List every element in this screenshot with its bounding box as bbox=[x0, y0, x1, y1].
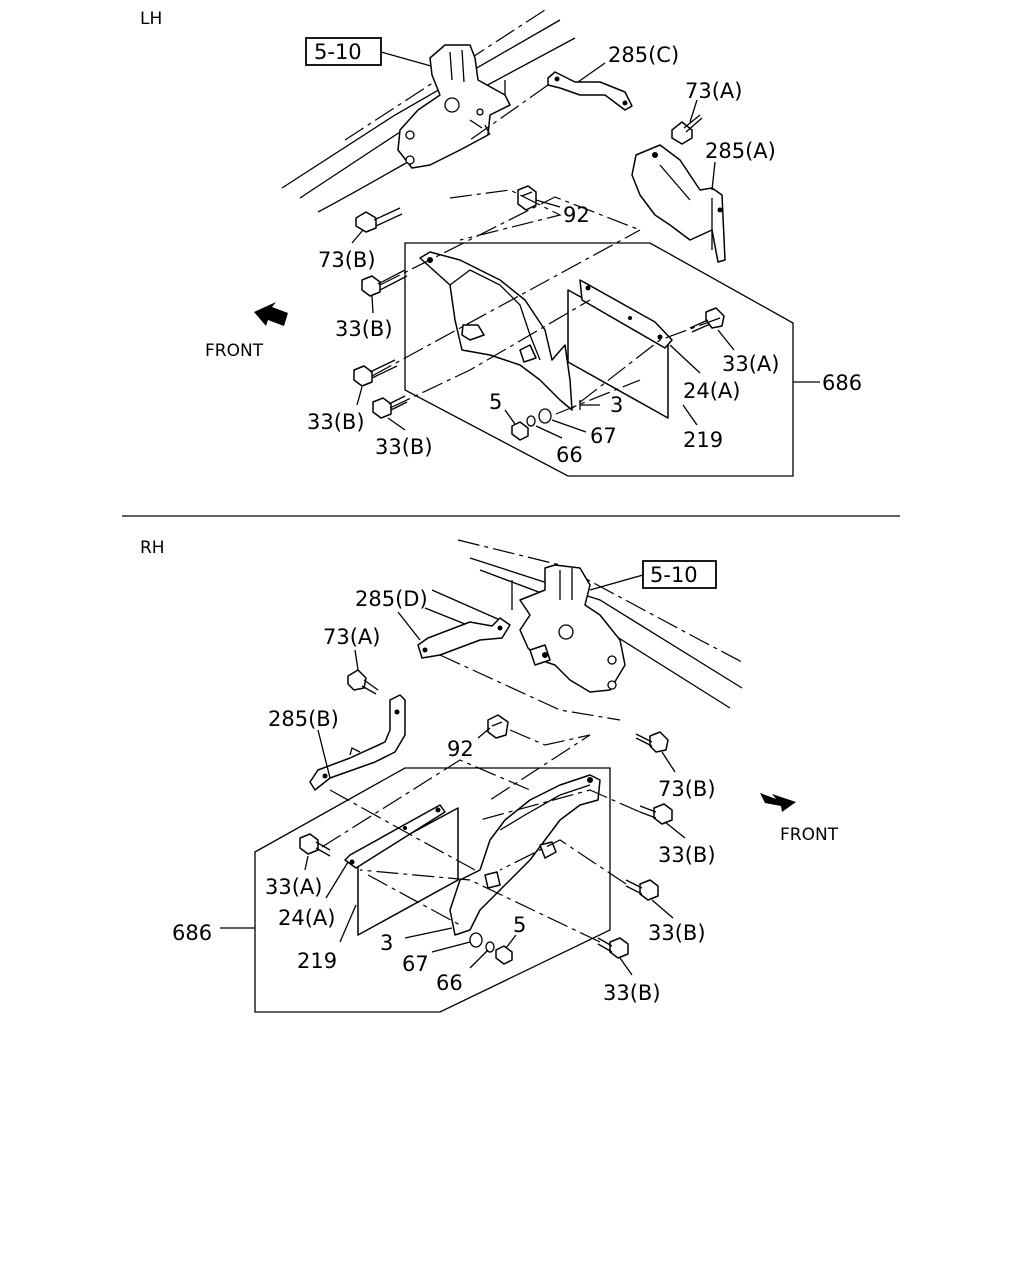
rh-callout-66: 66 bbox=[436, 971, 463, 995]
lh-callout-5: 5 bbox=[489, 390, 502, 414]
lh-bolt-33a bbox=[689, 307, 725, 333]
rh-bolt-73b bbox=[635, 731, 669, 753]
rh-heading: RH bbox=[140, 538, 165, 558]
lh-callout-33b-3: 33(B) bbox=[375, 435, 433, 459]
rh-front-label: FRONT bbox=[780, 825, 839, 845]
lh-callout-3: 3 bbox=[610, 393, 623, 417]
lh-bracket-285c bbox=[547, 71, 633, 111]
rh-bolt-73a bbox=[347, 669, 379, 695]
rh-callout-33a: 33(A) bbox=[265, 875, 322, 899]
rh-callout-67: 67 bbox=[402, 952, 429, 976]
lh-bracket-285a bbox=[631, 144, 726, 263]
lh-callout-33a: 33(A) bbox=[722, 352, 779, 376]
lh-callout-285c: 285(C) bbox=[608, 43, 679, 67]
rh-nut-5 bbox=[495, 945, 513, 965]
rh-spring-hanger bbox=[519, 564, 626, 693]
rh-bolt-33b-3 bbox=[597, 937, 629, 959]
rh-bracket-285d bbox=[417, 617, 511, 659]
rh-washer-67 bbox=[469, 932, 483, 948]
rh-callout-686: 686 bbox=[172, 921, 212, 945]
lh-bolt-33b-2 bbox=[353, 359, 398, 387]
lh-ref-box[interactable]: 5-10 bbox=[305, 37, 382, 66]
lh-callout-73b: 73(B) bbox=[318, 248, 376, 272]
rh-callout-5: 5 bbox=[513, 913, 526, 937]
rh-front-arrow bbox=[760, 793, 796, 812]
rh-bracket-285b bbox=[309, 694, 406, 791]
lh-callout-33b-1: 33(B) bbox=[335, 317, 393, 341]
lh-callout-219: 219 bbox=[683, 428, 723, 452]
rh-callout-24a: 24(A) bbox=[278, 906, 335, 930]
lh-callout-33b-2: 33(B) bbox=[307, 410, 365, 434]
lh-bolt-73b bbox=[355, 207, 403, 233]
lh-callout-66: 66 bbox=[556, 443, 583, 467]
rh-callout-3: 3 bbox=[380, 931, 393, 955]
lh-ref-leader bbox=[380, 51, 439, 69]
lh-callout-285a: 285(A) bbox=[705, 139, 776, 163]
lh-nut-5 bbox=[511, 421, 529, 441]
rh-bolt-33b-2 bbox=[625, 879, 659, 901]
rh-callout-33b-1: 33(B) bbox=[658, 843, 716, 867]
lh-bolt-33b-1 bbox=[361, 269, 408, 297]
lh-mudguard-bracket bbox=[419, 251, 573, 411]
rh-clip-92 bbox=[487, 714, 509, 739]
rh-callout-285b: 285(B) bbox=[268, 707, 339, 731]
lh-washer-66 bbox=[526, 415, 536, 427]
lh-spring-hanger bbox=[397, 44, 511, 169]
lh-assembly-outline bbox=[404, 242, 794, 477]
rh-callout-285d: 285(D) bbox=[355, 587, 428, 611]
rh-ref-leader bbox=[589, 574, 644, 591]
rh-callout-73b: 73(B) bbox=[658, 777, 716, 801]
rh-ref-box-label: 5-10 bbox=[650, 563, 698, 587]
rh-callout-33b-3: 33(B) bbox=[603, 981, 661, 1005]
rh-section: RH 5-10 bbox=[140, 538, 839, 1013]
lh-callout-73a: 73(A) bbox=[685, 79, 742, 103]
rh-callout-219: 219 bbox=[297, 949, 337, 973]
rh-ref-box[interactable]: 5-10 bbox=[642, 560, 717, 589]
lh-mudflap-219 bbox=[567, 279, 673, 419]
lh-callout-67: 67 bbox=[590, 424, 617, 448]
rh-callout-33b-2: 33(B) bbox=[648, 921, 706, 945]
lh-callout-24a: 24(A) bbox=[683, 379, 740, 403]
lh-callout-686: 686 bbox=[822, 371, 862, 395]
lh-bolt-33b-3 bbox=[372, 395, 408, 419]
lh-ref-box-label: 5-10 bbox=[314, 40, 362, 64]
lh-heading: LH bbox=[140, 9, 162, 29]
lh-section: LH 5-10 bbox=[140, 7, 862, 477]
rh-callout-92: 92 bbox=[447, 737, 474, 761]
rh-mudguard-bracket bbox=[449, 774, 601, 936]
rh-mudflap-219 bbox=[344, 804, 459, 936]
rh-assembly-outline bbox=[254, 767, 611, 1013]
lh-bolt-73a bbox=[671, 114, 703, 145]
rh-callout-73a: 73(A) bbox=[323, 625, 380, 649]
lh-front-arrow bbox=[254, 302, 288, 326]
rh-bolt-33b-1 bbox=[639, 803, 673, 825]
lh-washer-67 bbox=[538, 408, 552, 424]
lh-callout-92: 92 bbox=[563, 203, 590, 227]
lh-front-label: FRONT bbox=[205, 341, 264, 361]
rh-washer-66 bbox=[485, 941, 495, 953]
